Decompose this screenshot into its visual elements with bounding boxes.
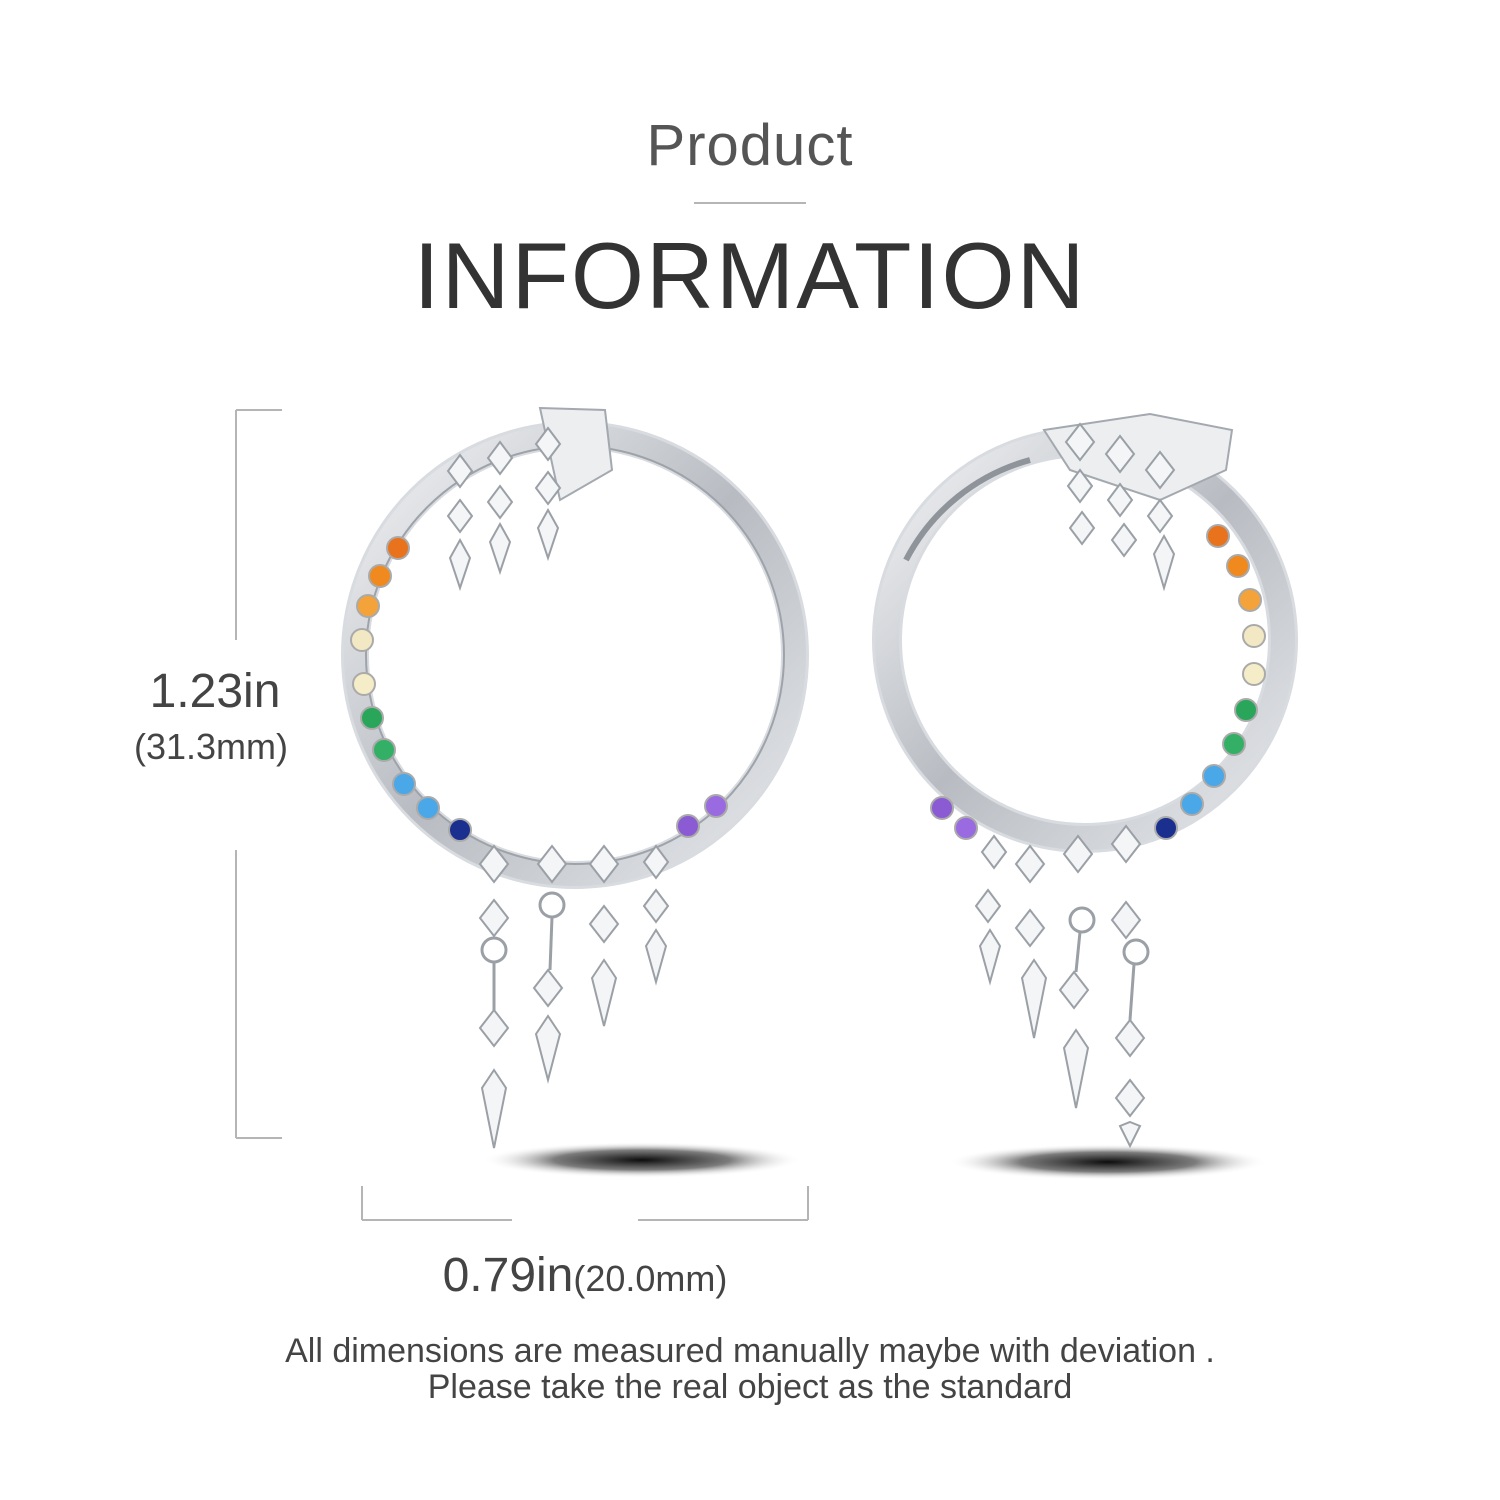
width-label: 0.79in(20.0mm) <box>360 1248 810 1303</box>
height-mm-label: (31.3mm) <box>133 726 289 767</box>
left-earring <box>341 406 809 1149</box>
information-title: INFORMATION <box>413 223 1087 328</box>
measurement-note-line1: All dimensions are measured manually may… <box>285 1332 1215 1370</box>
height-inches-label: 1.23in <box>149 665 281 718</box>
width-inches-label: 0.79in <box>442 1249 574 1302</box>
height-dimension-lines <box>235 409 282 1139</box>
right-earring <box>872 412 1298 1149</box>
measurement-note-line2: Please take the real object as the stand… <box>427 1368 1073 1406</box>
left-earring-shadow <box>482 1142 802 1178</box>
product-subtitle: Product <box>646 113 854 178</box>
width-dimension-lines <box>361 1186 809 1221</box>
title-divider <box>694 202 806 204</box>
width-mm-label: (20.0mm) <box>573 1258 728 1299</box>
right-earring-shadow <box>948 1144 1268 1180</box>
